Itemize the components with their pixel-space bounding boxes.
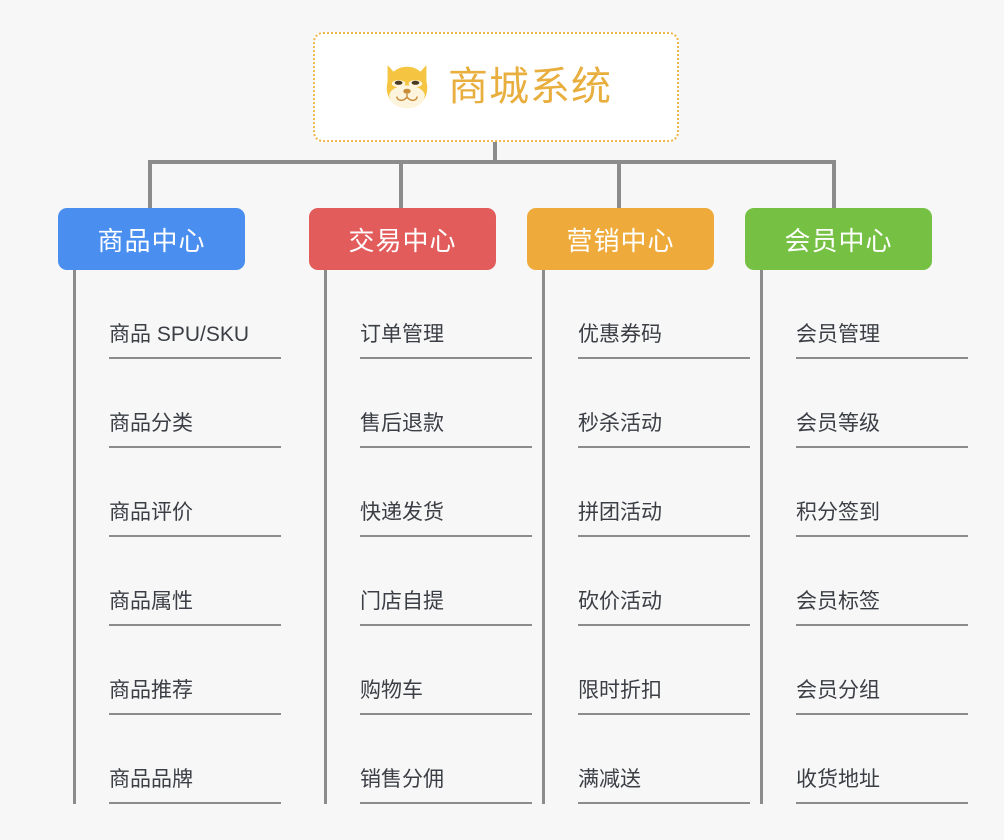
- list-item-label: 购物车: [360, 680, 532, 715]
- list-item-label: 砍价活动: [578, 591, 750, 626]
- list-item[interactable]: 会员管理: [763, 270, 968, 359]
- connector-root-stem: [493, 142, 497, 164]
- connector-drop-4: [832, 160, 836, 208]
- branch-header-product-center[interactable]: 商品中心: [58, 208, 245, 270]
- list-item-label: 限时折扣: [578, 680, 750, 715]
- list-item[interactable]: 快递发货: [327, 448, 532, 537]
- list-item-label: 会员等级: [796, 413, 968, 448]
- list-item[interactable]: 砍价活动: [545, 537, 750, 626]
- root-title: 商城系统: [448, 65, 612, 109]
- list-item[interactable]: 商品评价: [76, 448, 281, 537]
- list-item-label: 售后退款: [360, 413, 532, 448]
- list-item-label: 秒杀活动: [578, 413, 750, 448]
- list-item-label: 满减送: [578, 769, 750, 804]
- shiba-dog-face-icon: [386, 65, 428, 109]
- list-item[interactable]: 商品属性: [76, 537, 281, 626]
- list-item[interactable]: 会员分组: [763, 626, 968, 715]
- connector-drop-3: [617, 160, 621, 208]
- list-item[interactable]: 满减送: [545, 715, 750, 804]
- connector-horizontal-bus: [148, 160, 834, 164]
- list-item-label: 拼团活动: [578, 502, 750, 537]
- list-item[interactable]: 购物车: [327, 626, 532, 715]
- list-item-label: 商品 SPU/SKU: [109, 324, 281, 359]
- list-item[interactable]: 销售分佣: [327, 715, 532, 804]
- list-item[interactable]: 会员标签: [763, 537, 968, 626]
- list-item[interactable]: 订单管理: [327, 270, 532, 359]
- list-item[interactable]: 秒杀活动: [545, 359, 750, 448]
- list-item[interactable]: 商品 SPU/SKU: [76, 270, 281, 359]
- connector-drop-1: [148, 160, 152, 208]
- list-item[interactable]: 会员等级: [763, 359, 968, 448]
- list-item[interactable]: 优惠券码: [545, 270, 750, 359]
- list-item[interactable]: 门店自提: [327, 537, 532, 626]
- root-node[interactable]: 商城系统: [313, 32, 679, 142]
- list-item-label: 会员分组: [796, 680, 968, 715]
- list-item-label: 会员标签: [796, 591, 968, 626]
- branch-items-member-center: 会员管理 会员等级 积分签到 会员标签 会员分组 收货地址: [760, 270, 968, 804]
- connector-drop-2: [399, 160, 403, 208]
- list-item[interactable]: 积分签到: [763, 448, 968, 537]
- list-item-label: 商品评价: [109, 502, 281, 537]
- list-item[interactable]: 商品分类: [76, 359, 281, 448]
- list-item[interactable]: 商品品牌: [76, 715, 281, 804]
- list-item[interactable]: 拼团活动: [545, 448, 750, 537]
- list-item-label: 收货地址: [796, 769, 968, 804]
- list-item-label: 快递发货: [360, 502, 532, 537]
- branch-header-marketing-center[interactable]: 营销中心: [527, 208, 714, 270]
- list-item-label: 优惠券码: [578, 324, 750, 359]
- list-item-label: 商品属性: [109, 591, 281, 626]
- branch-trade-center: 交易中心 订单管理 售后退款 快递发货 门店自提 购物车 销售分佣: [309, 208, 532, 804]
- branch-header-member-center[interactable]: 会员中心: [745, 208, 932, 270]
- branch-product-center: 商品中心 商品 SPU/SKU 商品分类 商品评价 商品属性 商品推荐 商品品牌: [58, 208, 281, 804]
- branch-marketing-center: 营销中心 优惠券码 秒杀活动 拼团活动 砍价活动 限时折扣 满减送: [527, 208, 750, 804]
- list-item[interactable]: 售后退款: [327, 359, 532, 448]
- branch-items-marketing-center: 优惠券码 秒杀活动 拼团活动 砍价活动 限时折扣 满减送: [542, 270, 750, 804]
- list-item-label: 销售分佣: [360, 769, 532, 804]
- list-item-label: 积分签到: [796, 502, 968, 537]
- list-item[interactable]: 限时折扣: [545, 626, 750, 715]
- list-item-label: 商品分类: [109, 413, 281, 448]
- branch-header-trade-center[interactable]: 交易中心: [309, 208, 496, 270]
- branch-member-center: 会员中心 会员管理 会员等级 积分签到 会员标签 会员分组 收货地址: [745, 208, 968, 804]
- list-item-label: 商品推荐: [109, 680, 281, 715]
- list-item-label: 商品品牌: [109, 769, 281, 804]
- branch-items-trade-center: 订单管理 售后退款 快递发货 门店自提 购物车 销售分佣: [324, 270, 532, 804]
- branch-items-product-center: 商品 SPU/SKU 商品分类 商品评价 商品属性 商品推荐 商品品牌: [73, 270, 281, 804]
- list-item-label: 会员管理: [796, 324, 968, 359]
- list-item-label: 门店自提: [360, 591, 532, 626]
- list-item-label: 订单管理: [360, 324, 532, 359]
- list-item[interactable]: 商品推荐: [76, 626, 281, 715]
- list-item[interactable]: 收货地址: [763, 715, 968, 804]
